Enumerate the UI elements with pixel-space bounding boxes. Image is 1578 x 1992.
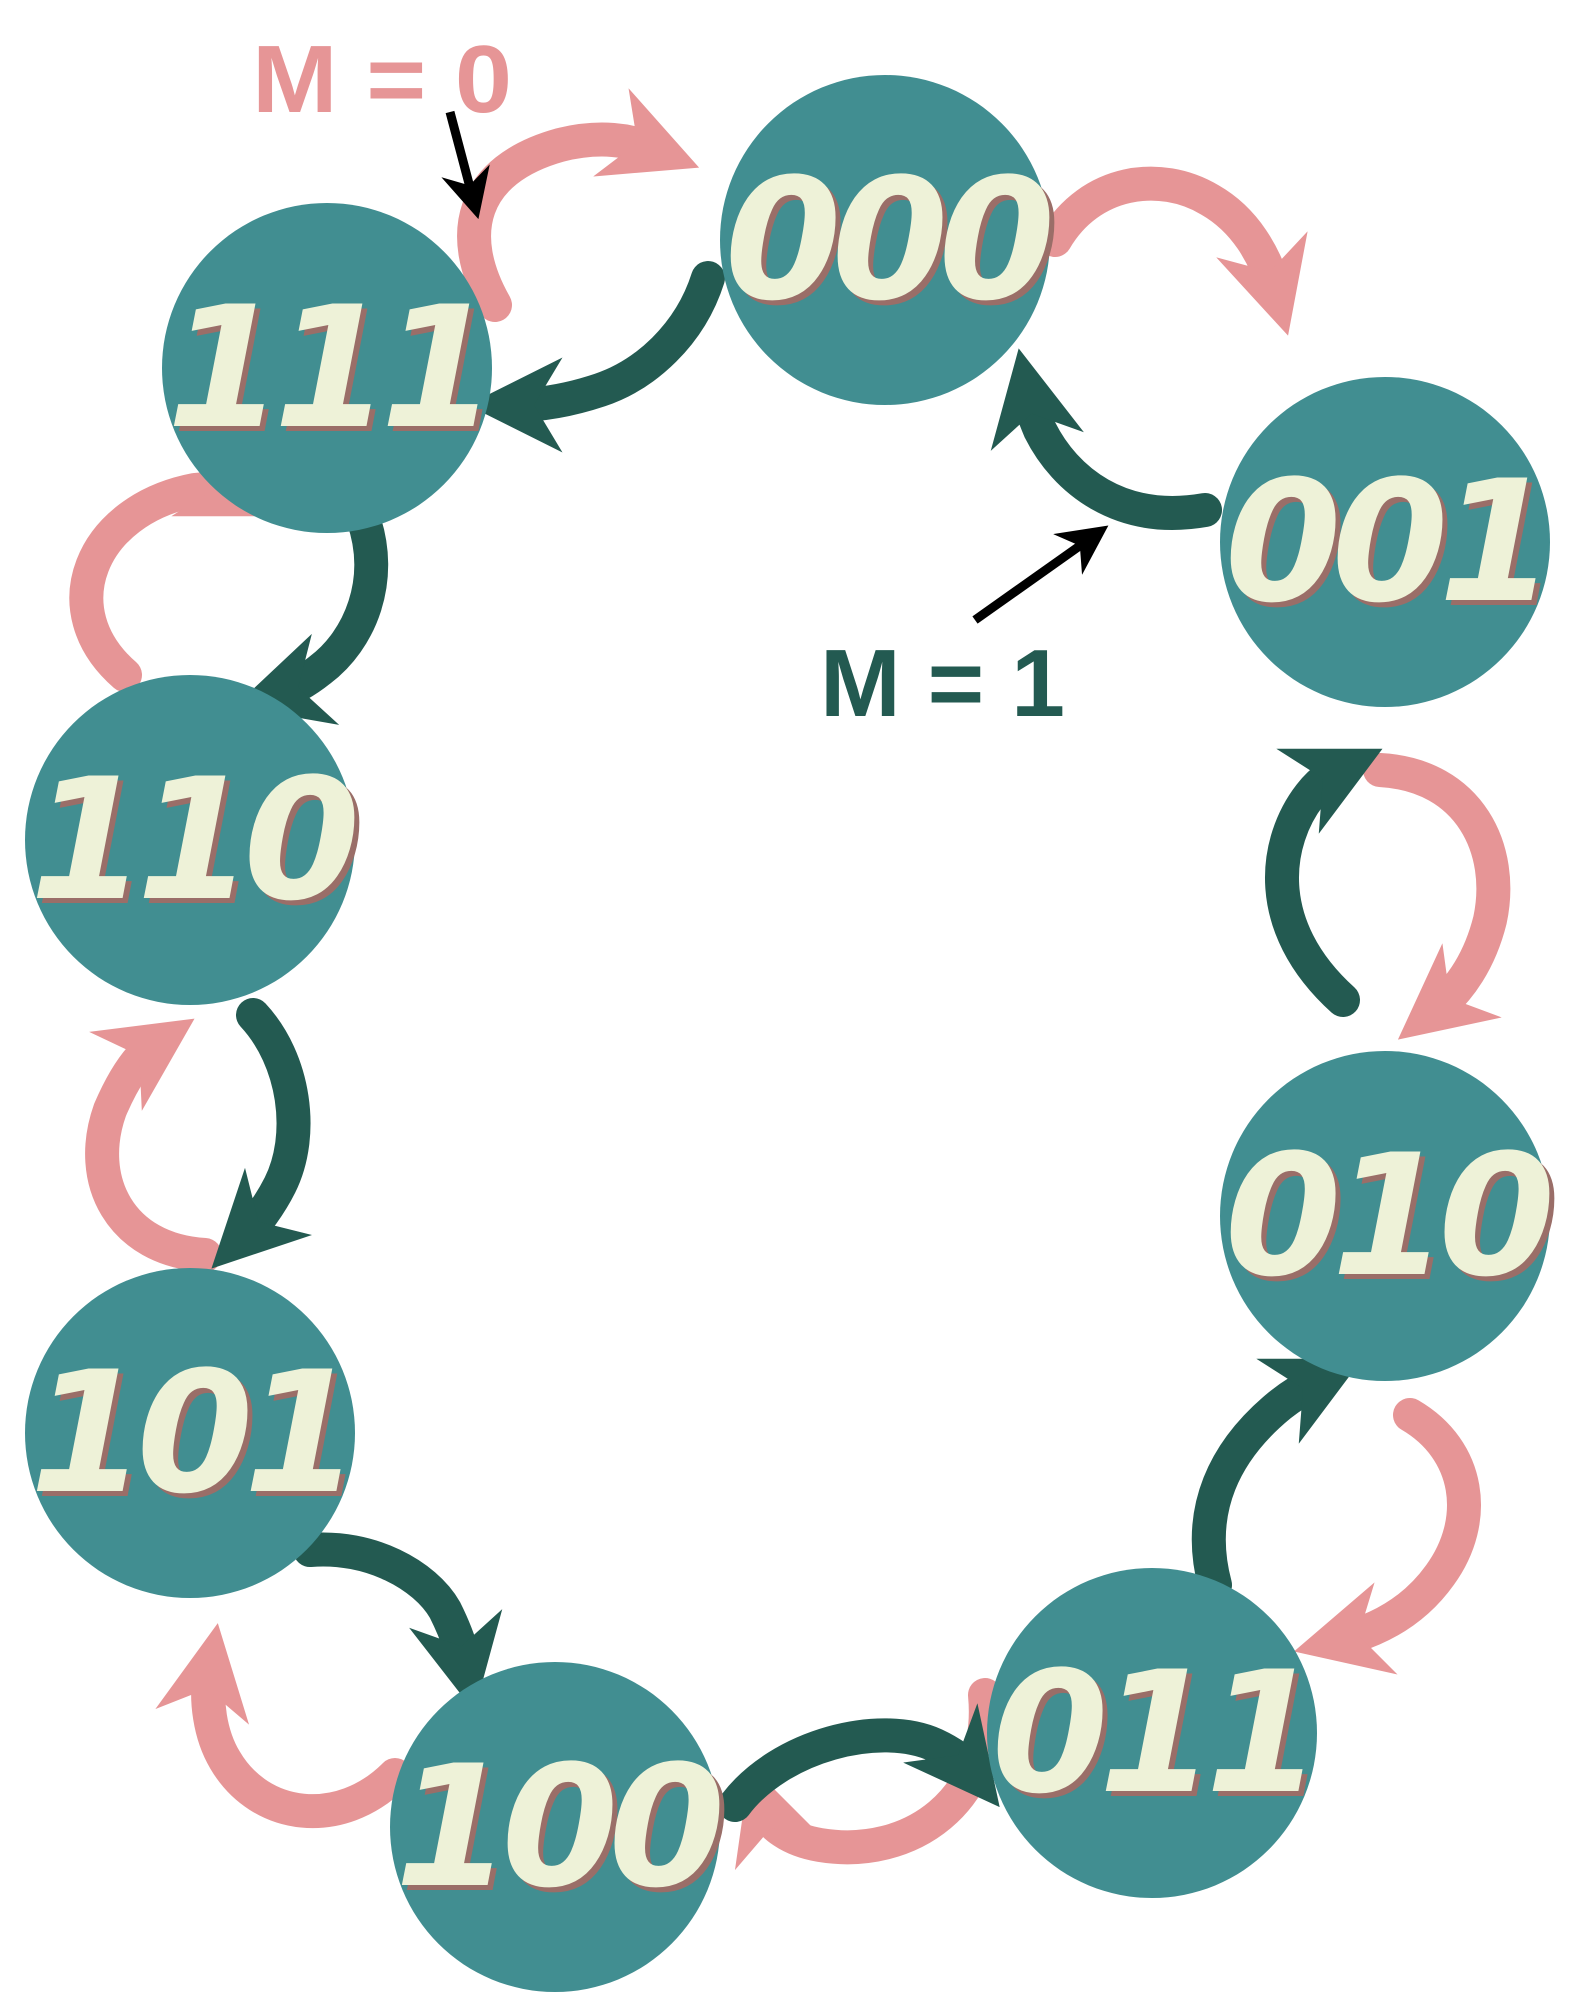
count-up-arrows <box>211 261 1383 1822</box>
state-label-shadow: 010 <box>1230 1123 1555 1319</box>
arrow-110-to-101 <box>211 998 313 1269</box>
state-110: 110 110 <box>25 675 369 1005</box>
state-101: 101 101 <box>25 1268 365 1598</box>
m0-pointer-arrow <box>441 110 490 220</box>
state-label-shadow: 011 <box>997 1640 1318 1836</box>
arrow-100-to-101 <box>155 1623 412 1829</box>
state-label: 011 <box>992 1635 1313 1831</box>
state-label-shadow: 111 <box>172 275 493 471</box>
state-label: 111 <box>167 270 488 466</box>
state-label: 010 <box>1225 1118 1550 1314</box>
arrow-001-to-000 <box>990 348 1222 530</box>
state-label-shadow: 101 <box>35 1340 356 1536</box>
arrow-000-to-001 <box>1038 166 1308 336</box>
state-label: 001 <box>1225 444 1546 640</box>
state-circle <box>987 1568 1317 1898</box>
state-circle <box>390 1662 720 1992</box>
state-011: 011 011 <box>987 1568 1327 1898</box>
arrow-111-to-000 <box>457 88 700 322</box>
state-circle <box>162 203 492 533</box>
state-000: 000 000 <box>720 75 1064 405</box>
state-label-shadow: 100 <box>400 1734 725 1930</box>
m1-pointer-arrow <box>972 525 1109 624</box>
arrow-110-to-111 <box>69 431 278 692</box>
state-100: 100 100 <box>390 1662 734 1992</box>
state-nodes: 000 000 001 001 010 010 011 011 100 100 … <box>25 75 1564 1992</box>
arrow-010-to-001 <box>1265 748 1383 1017</box>
pointer-arrows <box>441 110 1109 624</box>
state-circle <box>720 75 1050 405</box>
state-label-shadow: 000 <box>730 147 1055 343</box>
state-label: 110 <box>30 742 355 938</box>
arrow-011-to-010 <box>1191 1358 1363 1602</box>
arrow-101-to-110 <box>85 1018 222 1272</box>
state-label-shadow: 001 <box>1230 449 1551 645</box>
state-circle <box>25 1268 355 1598</box>
state-label: 101 <box>30 1335 351 1531</box>
arrow-101-to-100 <box>293 1532 503 1712</box>
state-010: 010 010 <box>1220 1051 1564 1381</box>
mode-label-m1: M = 1 <box>820 630 1065 737</box>
state-circle <box>1220 377 1550 707</box>
state-label: 000 <box>725 142 1050 338</box>
state-circle <box>1220 1051 1550 1381</box>
arrow-000-to-111 <box>467 261 725 453</box>
arrow-001-to-010 <box>1363 753 1511 1040</box>
mode-label-m0: M = 0 <box>252 26 512 133</box>
state-111: 111 111 <box>162 203 502 533</box>
state-001: 001 001 <box>1220 377 1560 707</box>
arrow-111-to-110 <box>234 501 389 725</box>
arrow-100-to-011 <box>718 1703 1000 1822</box>
arrow-010-to-011 <box>1293 1398 1481 1675</box>
state-circle <box>25 675 355 1005</box>
state-label-shadow: 110 <box>35 747 360 943</box>
state-label: 100 <box>395 1729 720 1925</box>
